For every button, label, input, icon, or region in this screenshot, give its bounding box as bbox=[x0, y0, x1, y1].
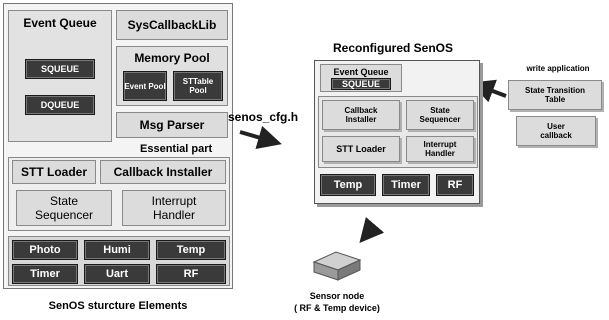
memory-pool-title: Memory Pool bbox=[134, 51, 210, 65]
sensor-node-label: Sensor node bbox=[309, 291, 365, 301]
reconf-device-temp: Temp bbox=[320, 174, 376, 196]
event-queue-title: Event Queue bbox=[23, 16, 97, 30]
device-photo: Photo bbox=[12, 240, 78, 260]
interrupt-handler: Interrupt Handler bbox=[122, 190, 226, 226]
reconf-squeue: SQUEUE bbox=[331, 78, 391, 90]
sensor-node-sublabel: ( RF & Temp device) bbox=[294, 303, 380, 313]
user-callback: User callback bbox=[516, 116, 596, 146]
reconf-event-queue-title: Event Queue bbox=[333, 66, 389, 77]
reconf-interrupt-handler: Interrupt Handler bbox=[406, 136, 474, 162]
reconf-event-queue: Event Queue SQUEUE bbox=[320, 64, 402, 92]
device-uart: Uart bbox=[84, 264, 150, 284]
state-transition-table: State Transition Table bbox=[508, 80, 602, 110]
device-timer: Timer bbox=[12, 264, 78, 284]
stt-loader: STT Loader bbox=[12, 160, 96, 184]
reconf-callback-installer: Callback Installer bbox=[322, 100, 400, 130]
sensor-node-icon bbox=[312, 251, 362, 281]
reconf-stt-loader: STT Loader bbox=[322, 136, 400, 162]
left-caption: SenOS sturcture Elements bbox=[48, 300, 188, 312]
device-temp: Temp bbox=[156, 240, 226, 260]
essential-part-label: Essential part bbox=[140, 143, 213, 155]
device-humi: Humi bbox=[84, 240, 150, 260]
write-application-label: write application bbox=[526, 64, 590, 73]
senos-cfg-label: senos_cfg.h bbox=[228, 110, 299, 124]
reconf-device-timer: Timer bbox=[382, 174, 430, 196]
dqueue-block: DQUEUE bbox=[25, 95, 95, 115]
reconf-device-rf: RF bbox=[436, 174, 474, 196]
msg-parser: Msg Parser bbox=[116, 112, 228, 138]
event-pool-block: Event Pool bbox=[123, 71, 167, 101]
reconf-state-sequencer: State Sequencer bbox=[406, 100, 474, 130]
syscallback-lib: SysCallbackLib bbox=[116, 10, 228, 40]
sensor-arrow bbox=[359, 217, 385, 244]
stt-pool-block: STTable Pool bbox=[173, 71, 223, 101]
device-rf: RF bbox=[156, 264, 226, 284]
state-sequencer: State Sequencer bbox=[16, 190, 112, 226]
event-queue-box: Event Queue SQUEUE DQUEUE bbox=[8, 10, 112, 142]
cfg-arrow bbox=[239, 125, 282, 149]
reconfigured-title: Reconfigured SenOS bbox=[332, 41, 454, 55]
squeue-block: SQUEUE bbox=[25, 59, 95, 79]
callback-installer: Callback Installer bbox=[100, 160, 226, 184]
memory-pool-box: Memory Pool Event Pool STTable Pool bbox=[116, 46, 228, 106]
